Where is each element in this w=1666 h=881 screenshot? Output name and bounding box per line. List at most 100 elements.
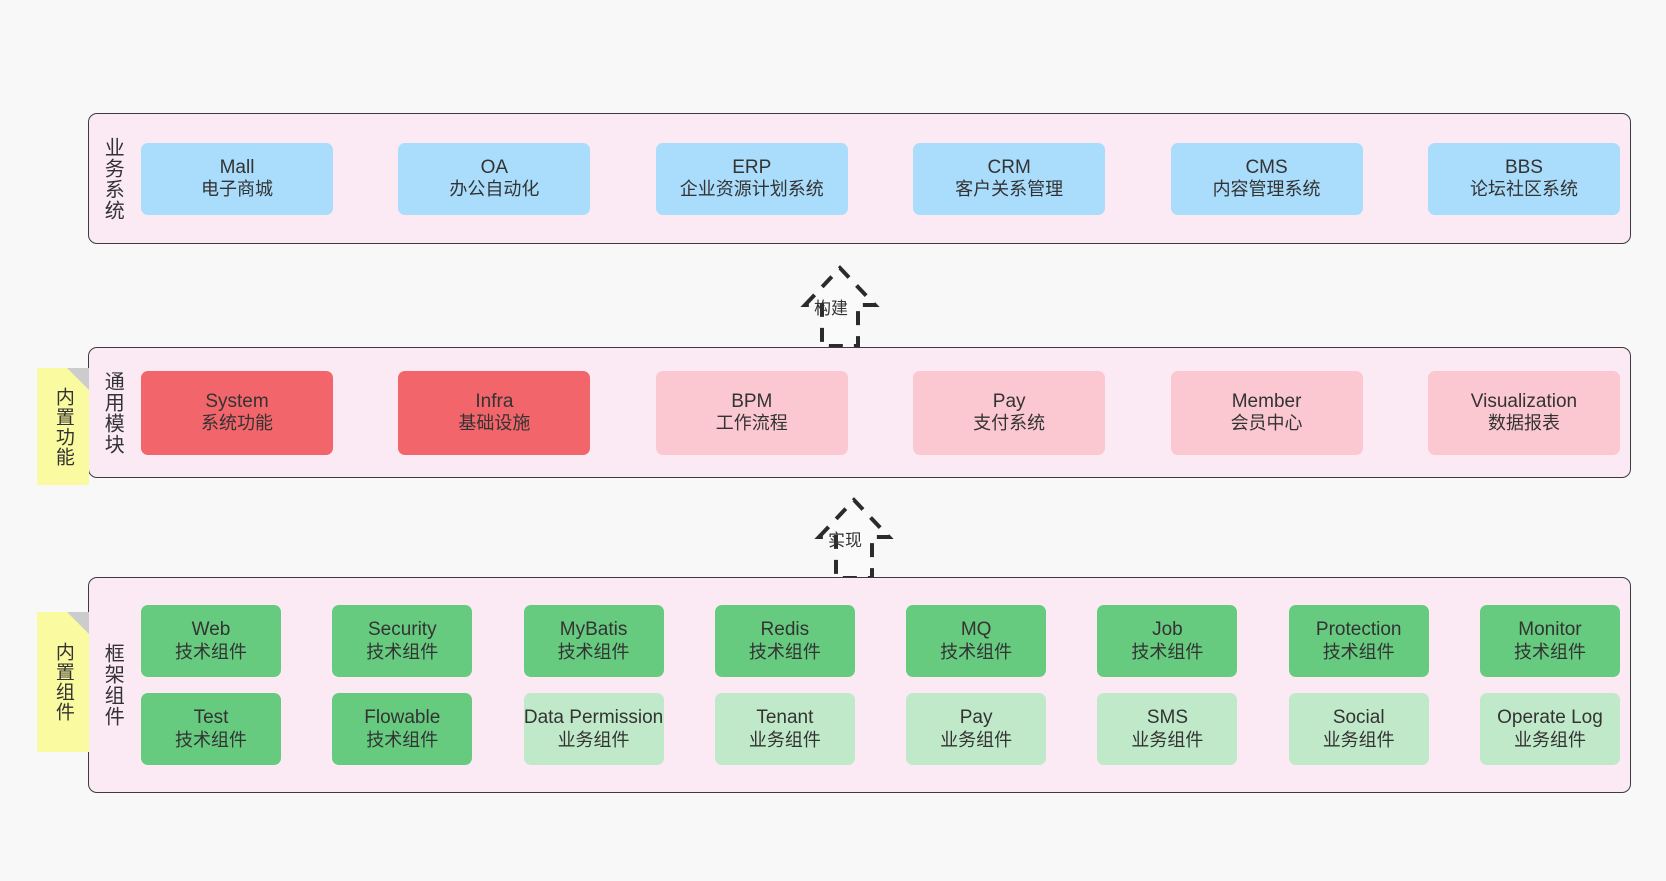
layer-business-system: 业务系统 Mall 电子商城 OA 办公自动化 ERP 企业资源计划系统 CRM… <box>88 113 1631 244</box>
framework-box-security[interactable]: Security 技术组件 <box>332 605 473 677</box>
arrow-build-label: 构建 <box>814 299 848 318</box>
common-box-pay[interactable]: Pay 支付系统 <box>913 370 1106 455</box>
framework-box-row-1: Web 技术组件 Security 技术组件 MyBatis 技术组件 Redi… <box>141 605 1620 677</box>
common-box-pay-desc: 支付系统 <box>973 413 1046 434</box>
business-box-erp-name: ERP <box>732 156 772 178</box>
business-box-crm[interactable]: CRM 客户关系管理 <box>913 142 1106 215</box>
business-box-crm-name: CRM <box>987 156 1031 178</box>
note-builtin-components-label: 内置组件 <box>52 642 74 722</box>
framework-box-mq[interactable]: MQ 技术组件 <box>906 605 1047 677</box>
framework-box-monitor[interactable]: Monitor 技术组件 <box>1479 605 1620 677</box>
framework-box-pay[interactable]: Pay 业务组件 <box>906 693 1047 765</box>
framework-box-data-permission-name: Data Permission <box>523 707 664 729</box>
framework-box-job[interactable]: Job 技术组件 <box>1097 605 1238 677</box>
framework-box-flowable-name: Flowable <box>364 707 441 729</box>
framework-box-web[interactable]: Web 技术组件 <box>141 605 281 677</box>
layer-common-module: 通用模块 System 系统功能 Infra 基础设施 BPM 工作流程 Pay… <box>88 347 1631 478</box>
framework-box-test[interactable]: Test 技术组件 <box>141 693 281 765</box>
business-box-erp-desc: 企业资源计划系统 <box>679 179 824 200</box>
framework-box-web-name: Web <box>191 619 231 641</box>
business-box-mall-name: Mall <box>219 156 255 178</box>
framework-box-tenant-desc: 业务组件 <box>748 729 821 750</box>
common-box-visualization[interactable]: Visualization 数据报表 <box>1427 370 1620 455</box>
framework-box-operate-log[interactable]: Operate Log 业务组件 <box>1479 693 1620 765</box>
common-box-system-name: System <box>205 390 269 412</box>
business-box-bbs-name: BBS <box>1504 156 1543 178</box>
business-box-crm-desc: 客户关系管理 <box>955 179 1064 200</box>
framework-box-tenant[interactable]: Tenant 业务组件 <box>714 693 855 765</box>
framework-box-security-name: Security <box>367 619 437 641</box>
business-box-bbs-desc: 论坛社区系统 <box>1469 179 1578 200</box>
framework-box-redis-name: Redis <box>760 619 810 641</box>
framework-box-flowable[interactable]: Flowable 技术组件 <box>332 693 473 765</box>
framework-box-test-desc: 技术组件 <box>175 729 247 750</box>
business-box-oa-name: OA <box>480 156 509 178</box>
common-box-member-desc: 会员中心 <box>1230 413 1303 434</box>
business-box-cms[interactable]: CMS 内容管理系统 <box>1170 142 1363 215</box>
common-box-infra[interactable]: Infra 基础设施 <box>398 370 591 455</box>
common-box-system[interactable]: System 系统功能 <box>141 370 333 455</box>
common-box-bpm[interactable]: BPM 工作流程 <box>655 370 848 455</box>
note-builtin-functions-label: 内置功能 <box>52 386 74 467</box>
layer-framework-title: 框架组件 <box>101 643 124 727</box>
business-box-oa-desc: 办公自动化 <box>449 179 540 200</box>
common-box-system-desc: 系统功能 <box>201 413 273 434</box>
framework-box-mq-desc: 技术组件 <box>940 641 1013 662</box>
framework-box-redis[interactable]: Redis 技术组件 <box>714 605 855 677</box>
business-box-mall-desc: 电子商城 <box>201 179 273 200</box>
framework-box-flowable-desc: 技术组件 <box>366 729 439 750</box>
common-box-visualization-desc: 数据报表 <box>1487 413 1560 434</box>
arrow-build-shape <box>800 265 880 348</box>
layer-framework-component: 框架组件 Web 技术组件 Security 技术组件 MyBatis 技术组件 <box>88 577 1631 793</box>
common-box-member[interactable]: Member 会员中心 <box>1170 370 1363 455</box>
layer-common-title: 通用模块 <box>101 370 124 455</box>
note-builtin-functions: 内置功能 <box>37 368 89 485</box>
note-fold-icon <box>67 368 89 390</box>
framework-box-protection-name: Protection <box>1315 619 1402 641</box>
framework-box-mq-name: MQ <box>960 619 992 641</box>
framework-box-mybatis-desc: 技术组件 <box>557 641 630 662</box>
framework-box-monitor-desc: 技术组件 <box>1513 641 1586 662</box>
framework-box-job-desc: 技术组件 <box>1131 641 1204 662</box>
framework-box-job-name: Job <box>1152 619 1183 641</box>
arrow-implement: 实现 <box>764 490 944 580</box>
layer-business-title: 业务系统 <box>101 136 124 221</box>
layer-framework-body: Web 技术组件 Security 技术组件 MyBatis 技术组件 Redi… <box>135 578 1630 792</box>
framework-box-social-desc: 业务组件 <box>1322 729 1395 750</box>
framework-box-pay-desc: 业务组件 <box>940 729 1013 750</box>
framework-box-mybatis[interactable]: MyBatis 技术组件 <box>523 605 664 677</box>
business-box-cms-name: CMS <box>1245 156 1288 178</box>
common-box-bpm-desc: 工作流程 <box>715 413 788 434</box>
note-builtin-components: 内置组件 <box>37 612 89 752</box>
framework-box-sms-desc: 业务组件 <box>1131 729 1204 750</box>
arrow-implement-shape <box>814 497 894 580</box>
business-box-bbs[interactable]: BBS 论坛社区系统 <box>1427 142 1620 215</box>
business-box-oa[interactable]: OA 办公自动化 <box>398 142 591 215</box>
framework-box-web-desc: 技术组件 <box>175 641 247 662</box>
common-box-bpm-name: BPM <box>731 390 773 412</box>
framework-box-pay-name: Pay <box>959 707 993 729</box>
framework-box-redis-desc: 技术组件 <box>748 641 821 662</box>
framework-box-social[interactable]: Social 业务组件 <box>1288 693 1429 765</box>
common-box-visualization-name: Visualization <box>1470 390 1578 412</box>
framework-box-tenant-name: Tenant <box>756 707 814 729</box>
framework-box-monitor-name: Monitor <box>1518 619 1582 641</box>
framework-box-sms-name: SMS <box>1146 707 1188 729</box>
framework-box-protection-desc: 技术组件 <box>1322 641 1395 662</box>
common-box-infra-name: Infra <box>475 390 514 412</box>
framework-box-operate-log-desc: 业务组件 <box>1513 729 1586 750</box>
common-box-member-name: Member <box>1231 390 1302 412</box>
framework-box-sms[interactable]: SMS 业务组件 <box>1097 693 1238 765</box>
framework-box-data-permission[interactable]: Data Permission 业务组件 <box>523 693 664 765</box>
business-box-erp[interactable]: ERP 企业资源计划系统 <box>655 142 848 215</box>
framework-box-security-desc: 技术组件 <box>366 641 439 662</box>
arrow-build: 构建 <box>750 258 930 348</box>
business-box-mall[interactable]: Mall 电子商城 <box>141 142 333 215</box>
framework-box-row-2: Test 技术组件 Flowable 技术组件 Data Permission … <box>141 693 1620 765</box>
framework-box-rows: Web 技术组件 Security 技术组件 MyBatis 技术组件 Redi… <box>141 605 1620 765</box>
framework-box-protection[interactable]: Protection 技术组件 <box>1288 605 1429 677</box>
business-box-cms-desc: 内容管理系统 <box>1212 179 1321 200</box>
common-box-infra-desc: 基础设施 <box>458 413 531 434</box>
framework-box-data-permission-desc: 业务组件 <box>557 729 630 750</box>
framework-box-test-name: Test <box>193 707 229 729</box>
